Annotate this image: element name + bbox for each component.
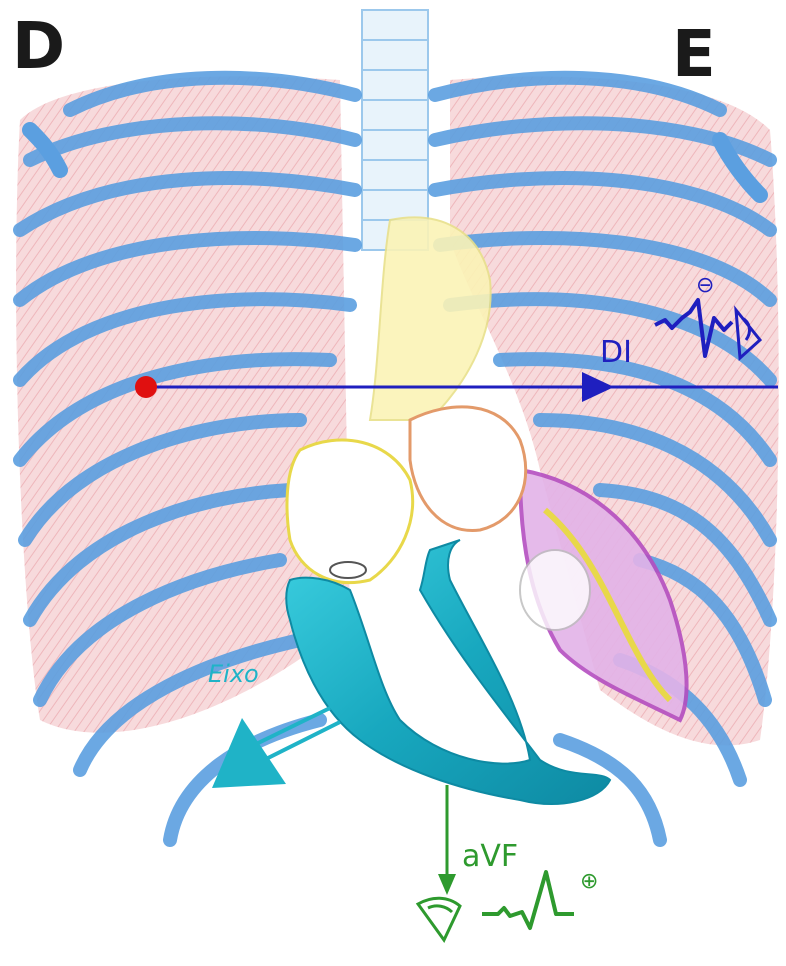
di-negative-sign: ⊖ (696, 273, 714, 298)
right-side-label: D (12, 10, 65, 84)
aorta (370, 218, 491, 421)
valve-ellipse (330, 562, 366, 578)
left-atrium (410, 407, 526, 531)
axis-shaft-1 (248, 708, 330, 748)
avf-positive-sign: ⊕ (580, 869, 598, 894)
di-label: DI (600, 335, 632, 370)
avf-label: aVF (462, 839, 518, 874)
avf-ecg-trace (482, 872, 574, 928)
spine (362, 10, 428, 250)
axis-label: Eixo (208, 660, 259, 688)
avf-arrowhead (438, 874, 456, 895)
avf-eye-icon (418, 898, 460, 940)
origin-dot (135, 376, 157, 398)
lead-avf: aVF ⊕ (418, 785, 598, 940)
left-ventricle-outline (520, 550, 590, 630)
left-side-label: E (672, 18, 716, 92)
